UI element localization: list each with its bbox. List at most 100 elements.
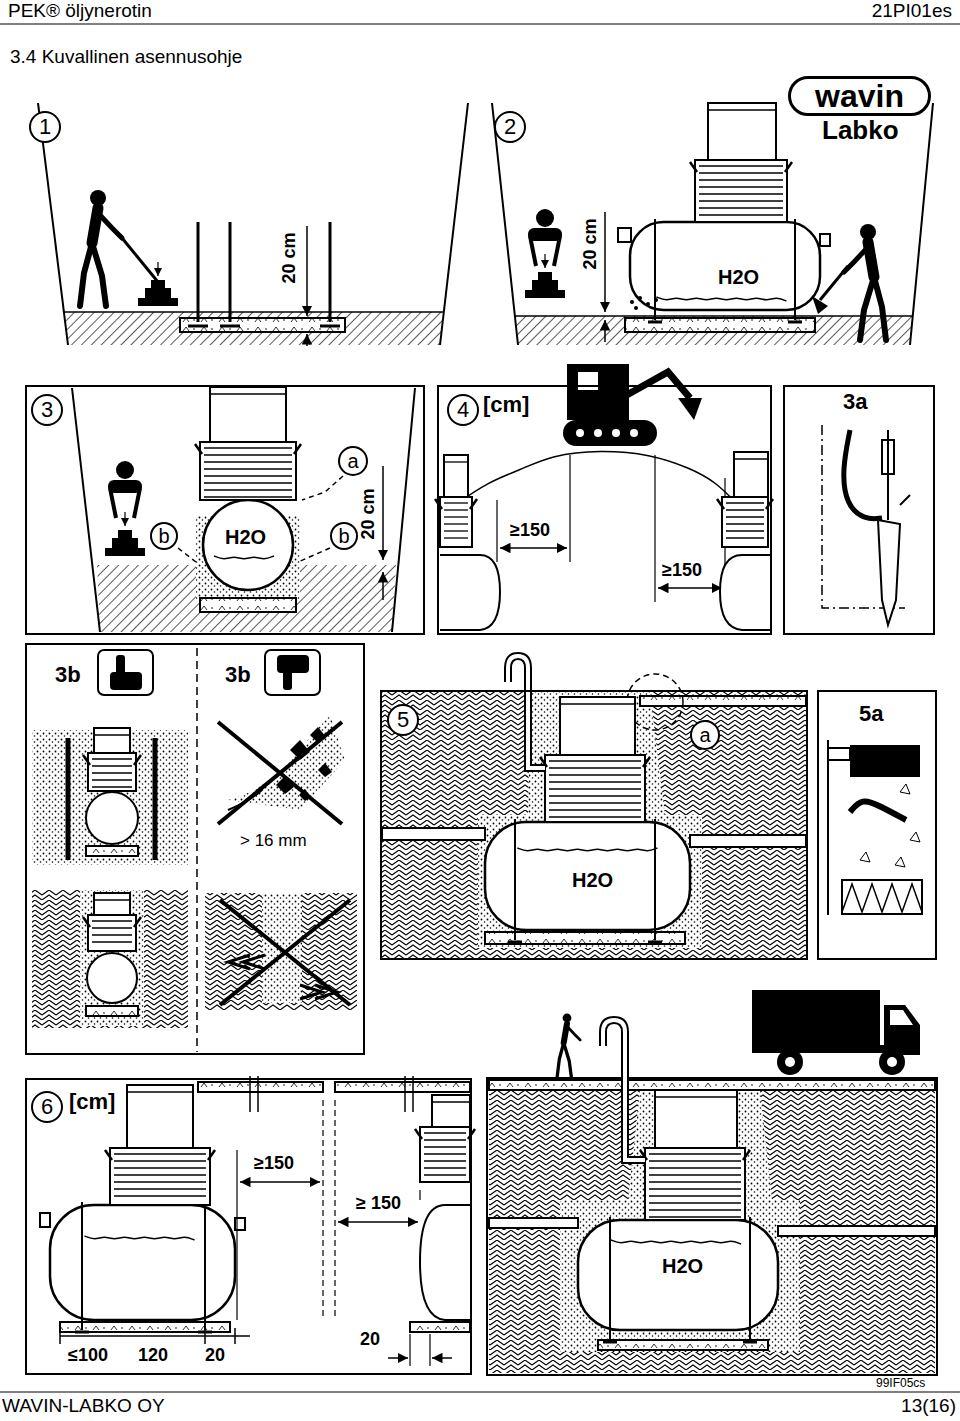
water-label: H2O [718,266,759,288]
person-body [108,480,142,493]
thumb-icon [98,650,153,695]
person-leg [874,277,886,340]
riser-rib [444,537,468,538]
anchor-rod [329,222,332,322]
riser-rim [655,1096,737,1097]
debris [860,852,870,862]
callout-letter: a [347,450,358,472]
compactor [145,288,171,298]
person-head [536,209,554,227]
riser-rim [734,458,768,459]
cut-line [249,1076,251,1112]
soil [205,893,357,1010]
wash-arrow [243,955,265,969]
dimension-label: 20 cm [280,232,300,283]
pipe-stub [618,228,631,242]
dimension-line [338,1221,418,1223]
drawing [0,24,960,1392]
pipe [778,1226,935,1236]
riser-rib [699,165,783,166]
road-surface [640,696,806,706]
compactor [112,538,138,548]
anchor-rod [229,222,232,322]
riser-ribbed [88,915,136,951]
step-number: 6 [31,1091,63,1123]
riser-cylinder [734,452,768,497]
gravel-stone [634,306,638,310]
dimension-label: ≥150 [510,521,550,541]
riser-cylinder [560,697,635,755]
page-number: 13(16) [901,1396,956,1417]
step-number: 4 [447,394,479,426]
callout-letter: a [699,724,710,746]
riser-handle [83,755,90,765]
step-panel: 5a [380,690,808,960]
excavator-track [563,420,657,446]
riser-cylinder [655,1090,737,1148]
water-line [214,556,274,559]
dimension-line [658,587,722,589]
anchor-foot [188,325,208,328]
callout-circle: b [150,522,178,550]
sheet-pile [153,738,158,860]
truck-hub [887,1057,897,1067]
person-body [528,228,562,241]
detail-panel: 5a [817,690,937,960]
logo: wavinLabko [788,76,942,149]
guide-line [334,1100,335,1320]
dimension-line [306,334,308,346]
riser-rib [424,1160,466,1161]
riser-ribbed [420,1127,470,1182]
debris [900,784,910,794]
dimension-label: 20 cm [581,218,601,269]
excavator-window [578,372,598,390]
person-leg [860,277,874,340]
person-arm [530,236,536,266]
riser-handle [470,499,477,509]
step-number: 5 [387,704,419,736]
concrete-slab [598,1340,768,1350]
riser-cylinder [94,728,130,753]
water-line [517,848,657,851]
zigzag [842,884,922,912]
dimension-line [240,1181,320,1183]
dimension-line [306,226,308,316]
riser-rib [204,475,292,476]
dimension-tick [204,1328,206,1344]
road-surface [198,1082,323,1092]
anchor-foot [220,325,240,328]
step-number: 3 [31,394,63,426]
pipe [690,835,806,847]
riser-rim [94,734,130,735]
riser-rib [204,461,292,462]
riser-ribbed [545,755,645,822]
anchor-foot [648,941,662,944]
riser-ribbed [200,442,296,500]
riser-cylinder [444,455,468,497]
person-arm [134,488,140,518]
riser-rim [210,393,286,394]
company-name: WAVIN-LABKO OY [2,1396,165,1417]
riser-rib [114,1195,206,1196]
soil [382,692,806,958]
riser-rim [127,1091,193,1092]
riser-rib [549,774,641,775]
frame [487,1078,937,1375]
riser-rib [92,779,132,780]
riser-handle [105,1150,112,1160]
riser-rib [726,523,764,524]
riser-rib [114,1181,206,1182]
step-number: 1 [29,111,61,143]
riser-cylinder [127,1085,193,1148]
riser-ribbed [110,1148,210,1205]
unit-label: [cm] [483,393,529,417]
excavator-bucket [678,398,702,420]
riser-rib [649,1153,741,1154]
riser-rib [549,788,641,789]
riser-handle [743,1150,750,1160]
person-arm [554,236,560,266]
road-surface [489,1080,935,1090]
excavator-cab [567,364,629,420]
unit-label: [cm] [69,1090,115,1114]
